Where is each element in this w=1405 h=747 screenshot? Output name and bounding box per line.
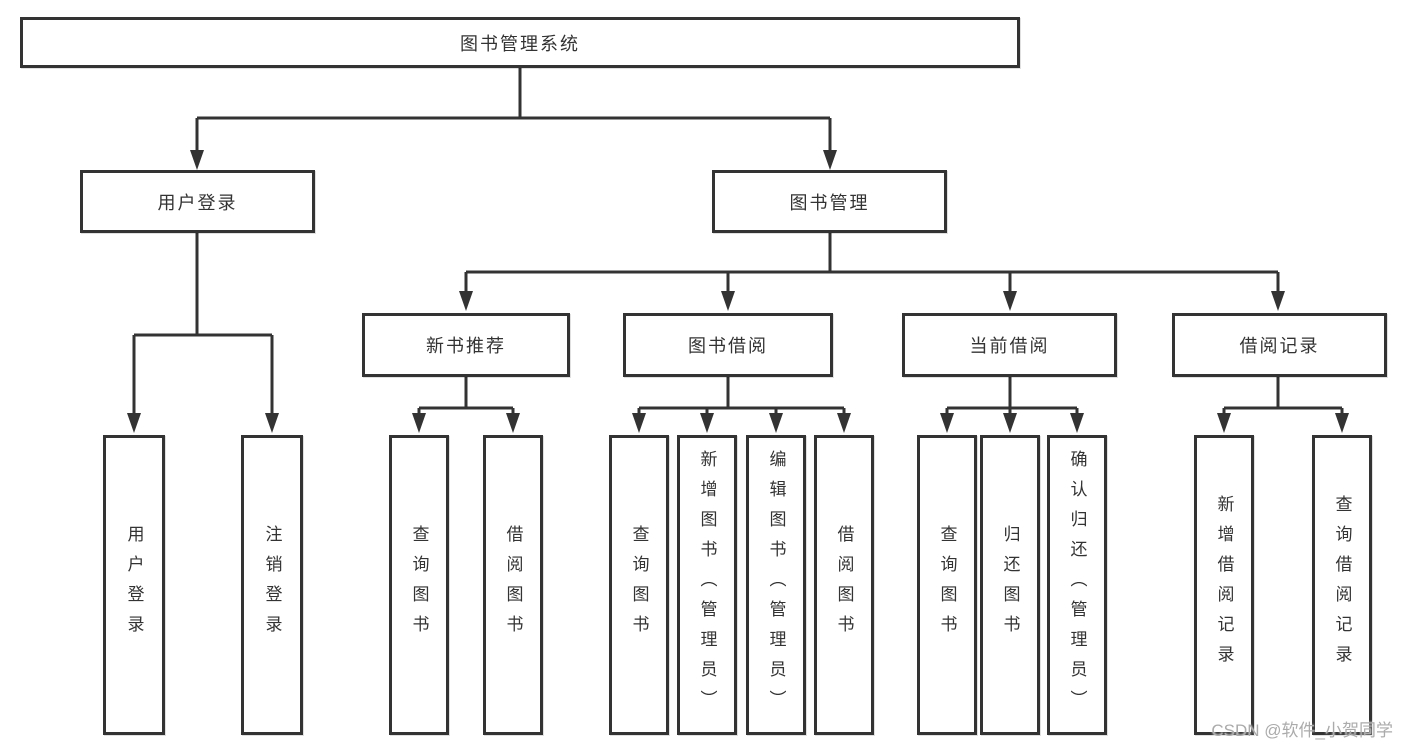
node-label: 图书借阅	[688, 336, 768, 356]
node-book-management: 图书管理	[712, 170, 947, 233]
leaf-label: 借阅图书	[834, 525, 854, 645]
leaf-query-borrow-record: 查询借阅记录	[1312, 435, 1372, 735]
leaf-label: 归还图书	[1000, 525, 1020, 645]
leaf-label: 查询图书	[409, 525, 429, 645]
node-label: 图书管理	[789, 192, 870, 213]
node-book-borrow: 图书借阅	[623, 313, 833, 377]
leaf-logout: 注销登录	[241, 435, 303, 735]
leaf-label: 注销登录	[262, 525, 282, 645]
leaf-label: 新增图书（管理员）	[697, 450, 717, 720]
node-label: 图书管理系统	[460, 33, 580, 54]
leaf-label: 确认归还（管理员）	[1067, 450, 1087, 720]
leaf-add-books-admin: 新增图书（管理员）	[677, 435, 737, 735]
node-borrow-record: 借阅记录	[1172, 313, 1387, 377]
leaf-label: 查询图书	[937, 525, 957, 645]
leaf-query-books-recommend: 查询图书	[389, 435, 449, 735]
csdn-watermark: CSDN @软件_小贺同学	[1211, 721, 1393, 740]
leaf-label: 用户登录	[124, 525, 144, 645]
leaf-borrow-books: 借阅图书	[814, 435, 874, 735]
leaf-return-books: 归还图书	[980, 435, 1040, 735]
node-label: 借阅记录	[1239, 336, 1320, 356]
node-library-management-system: 图书管理系统	[20, 17, 1020, 68]
node-new-book-recommend: 新书推荐	[362, 313, 570, 377]
leaf-label: 查询借阅记录	[1332, 495, 1352, 675]
leaf-edit-books-admin: 编辑图书（管理员）	[746, 435, 806, 735]
leaf-borrow-books-recommend: 借阅图书	[483, 435, 543, 735]
leaf-label: 新增借阅记录	[1214, 495, 1234, 675]
node-current-borrow: 当前借阅	[902, 313, 1117, 377]
arrowhead-icons	[127, 150, 1349, 433]
leaf-query-books-borrow: 查询图书	[609, 435, 669, 735]
node-label: 用户登录	[157, 192, 238, 213]
leaf-user-login: 用户登录	[103, 435, 165, 735]
node-label: 当前借阅	[969, 336, 1050, 356]
leaf-label: 编辑图书（管理员）	[766, 450, 786, 720]
leaf-label: 借阅图书	[503, 525, 523, 645]
leaf-label: 查询图书	[629, 525, 649, 645]
node-label: 新书推荐	[426, 336, 506, 356]
leaf-confirm-return-admin: 确认归还（管理员）	[1047, 435, 1107, 735]
leaf-add-borrow-record: 新增借阅记录	[1194, 435, 1254, 735]
leaf-query-books-current: 查询图书	[917, 435, 977, 735]
node-user-login: 用户登录	[80, 170, 315, 233]
